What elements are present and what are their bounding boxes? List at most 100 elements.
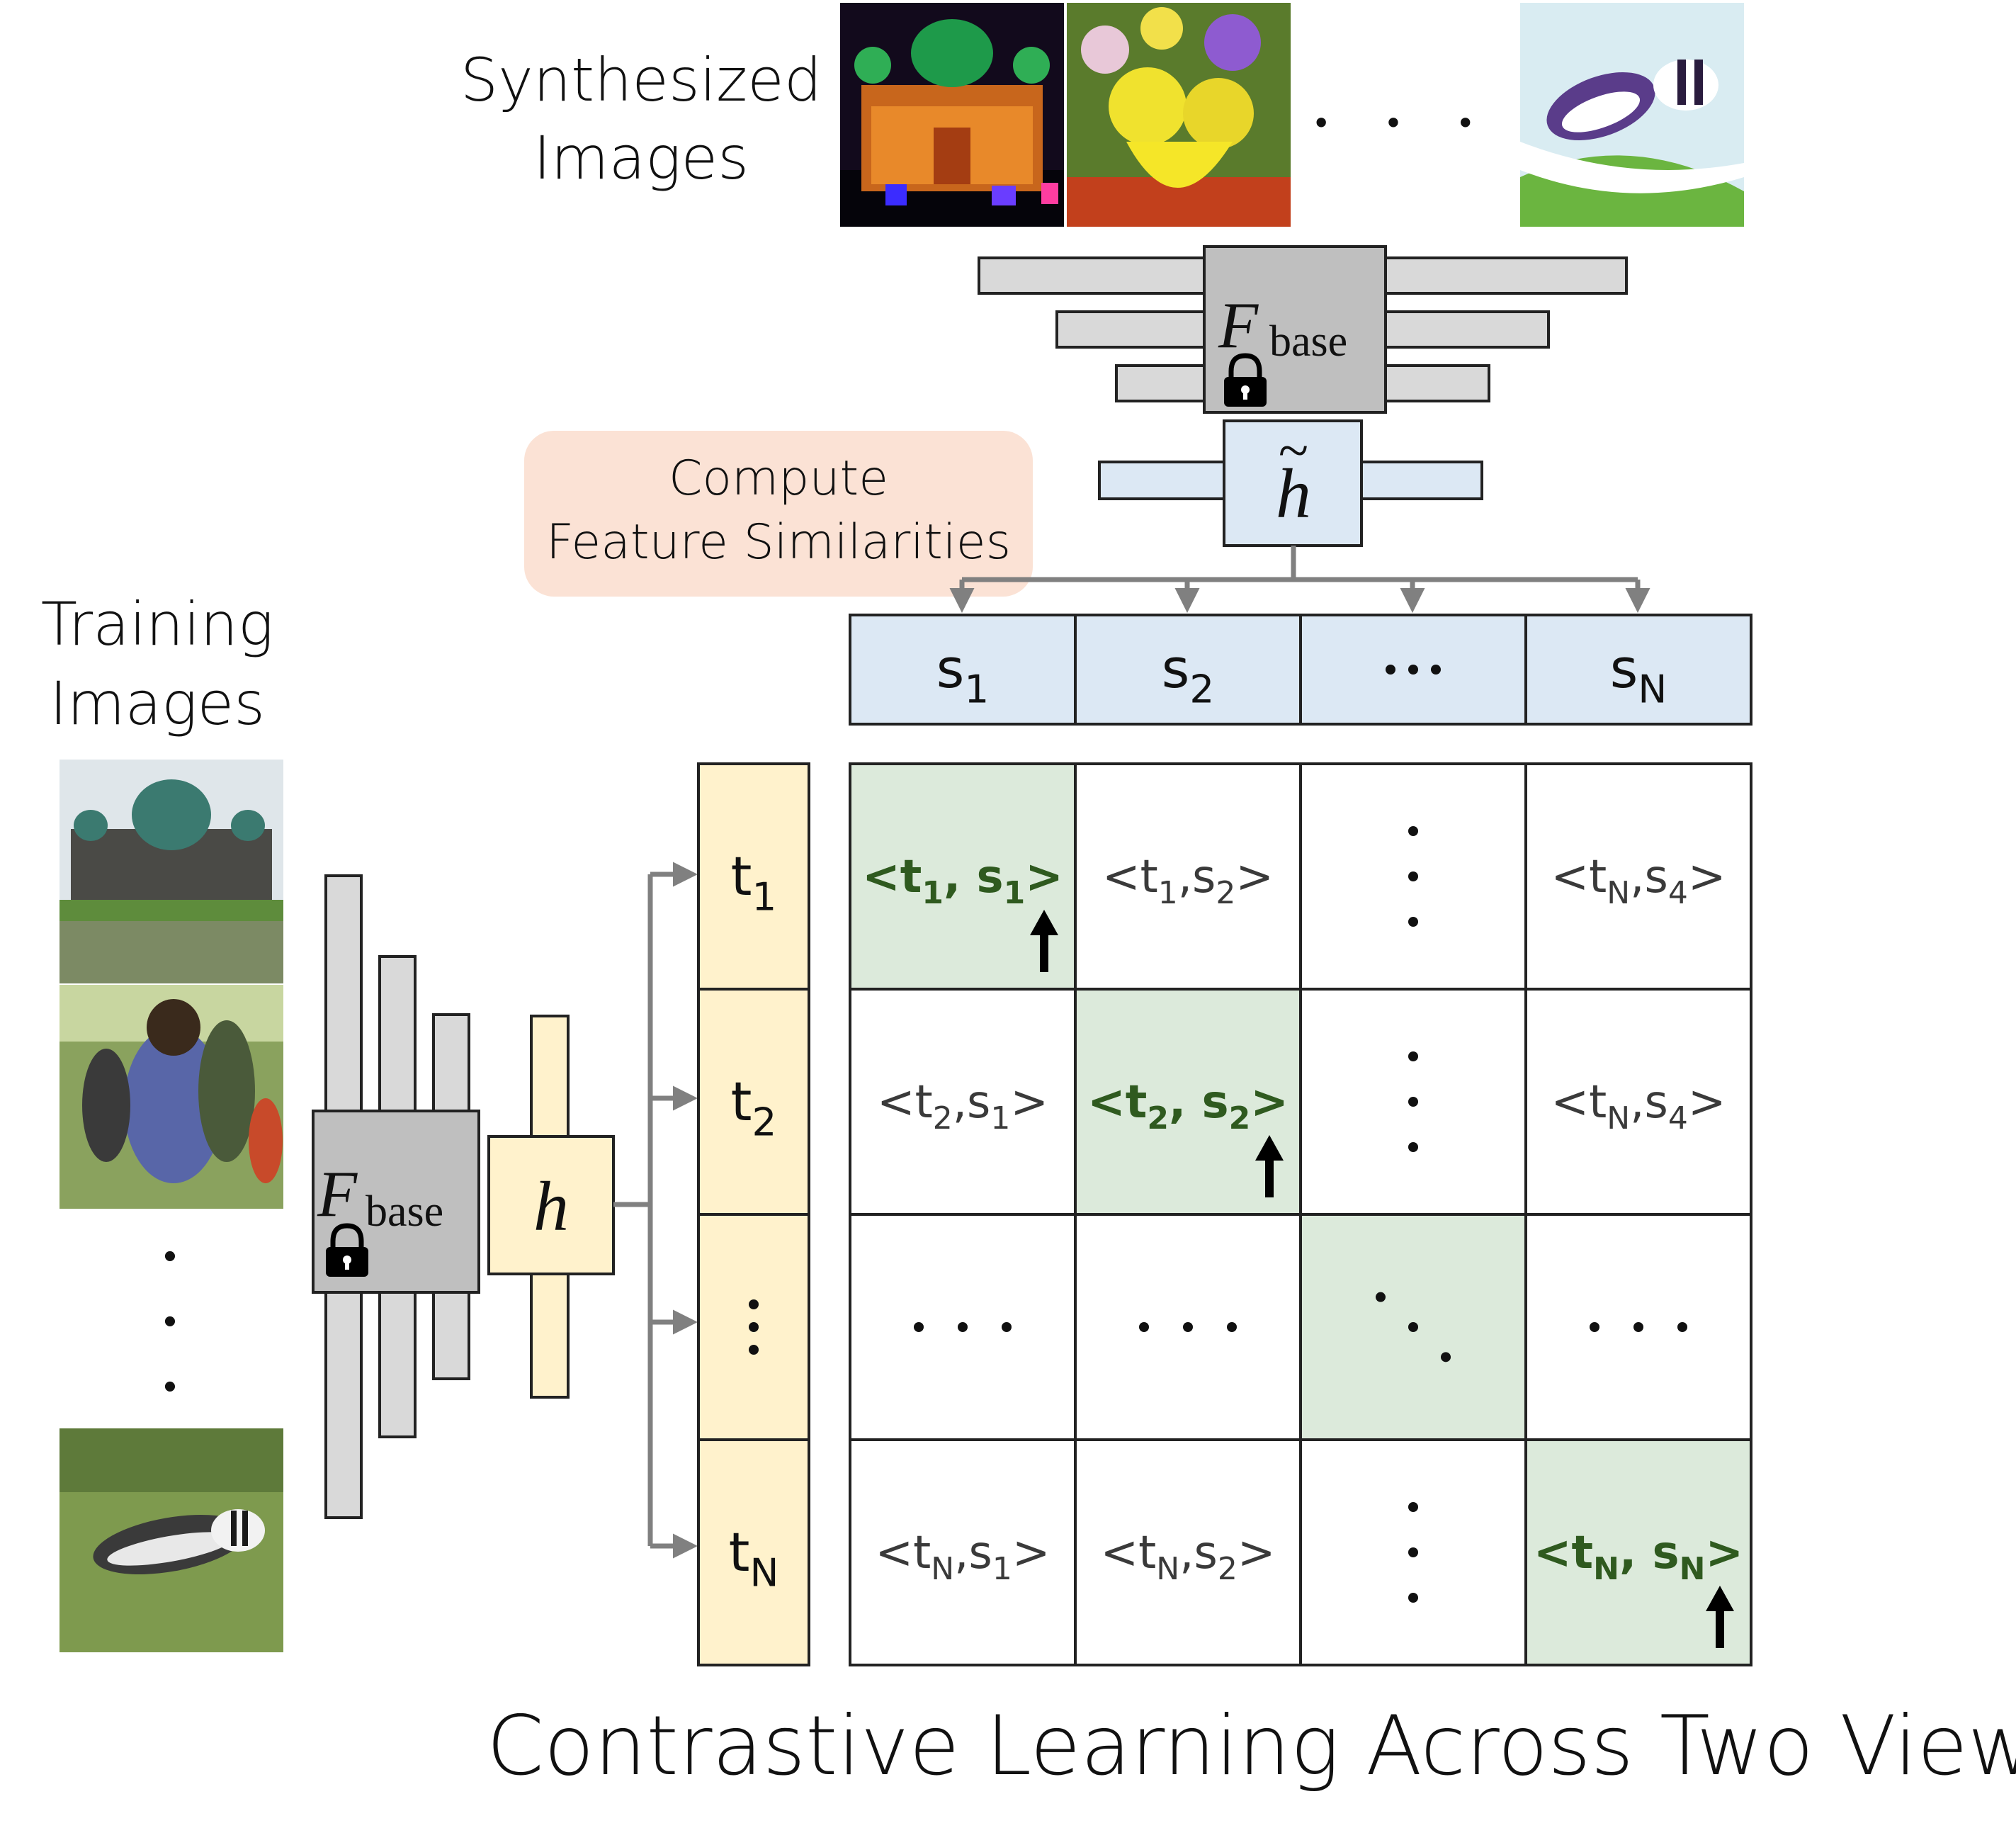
dot <box>1431 665 1441 675</box>
horizontal-ellipsis <box>1139 1322 1237 1332</box>
training-images-label-line1: Training <box>41 589 274 659</box>
s-vector-label: s1 <box>936 637 989 711</box>
s-vector-label: s2 <box>1162 637 1214 711</box>
negative-pair-cell <box>849 988 1077 1216</box>
t-vector-cell <box>697 762 810 991</box>
h-tilde-mark: ~ <box>1279 419 1308 481</box>
positive-pair-cell <box>1524 1438 1752 1666</box>
similarity-label: <t1, s1> <box>862 851 1063 911</box>
horizontal-ellipsis <box>1590 1322 1687 1332</box>
dot <box>1590 1322 1599 1332</box>
compute-label-line2: Feature Similarities <box>546 514 1011 570</box>
vertical-ellipsis <box>1408 1502 1418 1603</box>
similarity-label: <tN,s2> <box>1101 1527 1276 1587</box>
bottom-projection-box <box>487 1135 615 1275</box>
bottom-encoder: F base <box>312 874 480 1519</box>
dot <box>1408 1322 1418 1332</box>
training-image-badger <box>60 1428 283 1652</box>
t-vector-cell <box>697 988 810 1216</box>
t-vector-cell <box>697 1438 810 1666</box>
dot <box>1408 1593 1418 1603</box>
positive-pair-cell <box>1299 1213 1527 1441</box>
dot <box>1386 665 1395 675</box>
similarity-label: <tN,s1> <box>876 1527 1051 1587</box>
s-vector-cell <box>1524 614 1752 726</box>
up-arrow-icon <box>1706 1586 1734 1648</box>
training-images-label-line2: Images <box>50 669 265 738</box>
vertical-ellipsis <box>1408 1051 1418 1152</box>
top-fbase-subscript: base <box>1269 317 1347 366</box>
h-symbol: h <box>533 1167 569 1246</box>
synthesized-images-label-line2: Images <box>533 123 749 193</box>
training-image-painting <box>60 985 283 1209</box>
similarity-label: <t1,s2> <box>1102 851 1274 911</box>
top-lock-icon <box>1224 353 1267 407</box>
diagram-title: Contrastive Learning Across Two Views <box>487 1698 2016 1794</box>
top-projection-head: ~ h <box>1098 419 1483 547</box>
dot <box>1408 1547 1418 1557</box>
dot <box>1408 1097 1418 1107</box>
bottom-lock-icon <box>326 1223 368 1277</box>
diagonal-ellipsis <box>1376 1292 1451 1362</box>
dot <box>1408 1142 1418 1152</box>
compute-similarities-callout: Compute Feature Similarities <box>524 431 1033 597</box>
left-fanout-arrows <box>613 862 698 1559</box>
vertical-ellipsis <box>1408 826 1418 927</box>
dot <box>1677 1322 1687 1332</box>
s-vector-label: sN <box>1610 637 1667 711</box>
synthesized-image-badger <box>1520 3 1744 227</box>
h-tilde-symbol: h <box>1276 454 1311 533</box>
negative-pair-cell <box>1074 1438 1302 1666</box>
top-fbase-symbol: F <box>1218 289 1259 361</box>
dot <box>1227 1322 1237 1332</box>
top-encoder: F base <box>978 245 1628 414</box>
dot <box>958 1322 968 1332</box>
negative-pair-cell <box>1074 762 1302 991</box>
dot <box>1408 917 1418 927</box>
dot <box>1441 1352 1451 1362</box>
dot <box>1408 826 1418 836</box>
s-vector-ellipsis <box>1386 665 1441 675</box>
s-vector-row: s1 s2 sN <box>849 614 1752 726</box>
t-vector-label: t1 <box>731 845 777 919</box>
similarity-label: <t2, s2> <box>1087 1076 1289 1136</box>
t-vector-label: tN <box>729 1520 779 1595</box>
synthesized-images-label-line1: Synthesized <box>460 45 822 115</box>
top-fanout-arrows <box>949 546 1650 613</box>
similarity-label: <tN,s4> <box>1551 1076 1726 1136</box>
negative-pair-cell <box>1524 988 1752 1216</box>
horizontal-ellipsis <box>914 1322 1012 1332</box>
dot <box>1633 1322 1643 1332</box>
dot <box>749 1345 759 1355</box>
dot <box>1408 871 1418 881</box>
synthesized-image-cathedral <box>840 3 1064 227</box>
training-images-vdots-3: • <box>164 1366 176 1407</box>
dot <box>1139 1322 1149 1332</box>
dot <box>749 1299 759 1309</box>
dot <box>1376 1292 1386 1302</box>
dot <box>1408 665 1418 675</box>
training-images-vdots: • <box>164 1236 176 1277</box>
up-arrow-icon <box>1030 910 1058 972</box>
synthesized-images-ellipsis: • • • <box>1312 104 1497 142</box>
dot <box>1408 1502 1418 1512</box>
similarity-label: <t2,s1> <box>877 1076 1048 1136</box>
similarity-matrix: <t1, s1> <t1,s2> <tN,s4> <t2,s1> <t2, s2> <tN… <box>849 762 1752 1666</box>
dot <box>1408 1051 1418 1061</box>
negative-pair-cell <box>1524 762 1752 991</box>
synthesized-image-flowers <box>1067 3 1291 227</box>
training-images-vdots-2: • <box>164 1301 176 1342</box>
t-vector-ellipsis <box>749 1299 759 1355</box>
dot <box>1183 1322 1193 1332</box>
top-projection-box <box>1223 419 1363 547</box>
bottom-projection-head: h <box>487 1015 615 1399</box>
similarity-label: <tN,s4> <box>1551 851 1726 911</box>
up-arrow-icon <box>1255 1135 1284 1197</box>
training-image-cathedral <box>60 760 283 983</box>
bottom-fbase-subscript: base <box>366 1187 443 1236</box>
bottom-fbase-symbol: F <box>317 1158 358 1230</box>
dot <box>749 1322 759 1332</box>
dot <box>914 1322 924 1332</box>
t-vector-label: t2 <box>731 1070 777 1144</box>
